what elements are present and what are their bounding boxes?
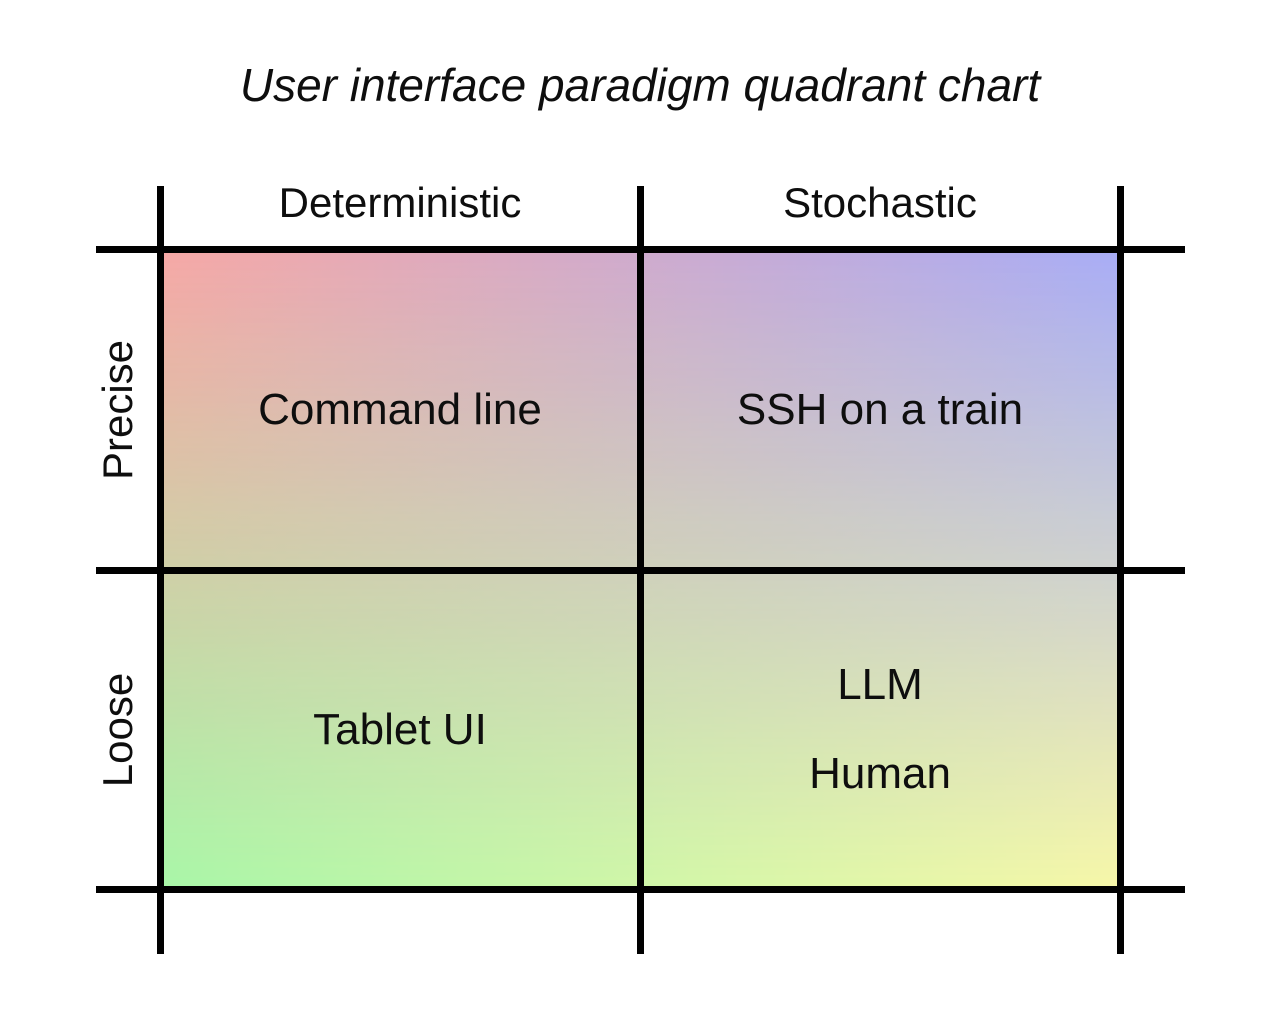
row-label-loose: Loose	[94, 672, 141, 788]
quadrant-item-tablet-ui: Tablet UI	[313, 704, 487, 754]
grid-line-vertical-middle	[637, 186, 644, 954]
column-header-deterministic: Deterministic	[278, 179, 522, 226]
quadrant-loose-deterministic: Tablet UI	[160, 570, 640, 889]
chart-title: User interface paradigm quadrant chart	[239, 59, 1041, 111]
quadrant-item-human: Human	[809, 749, 951, 798]
quadrant-precise-stochastic: SSH on a train	[640, 249, 1120, 570]
grid-line-vertical-right	[1117, 186, 1124, 954]
quadrant-item-llm: LLM	[837, 660, 923, 709]
column-header-stochastic: Stochastic	[783, 179, 977, 226]
quadrant-precise-deterministic: Command line	[160, 249, 640, 570]
grid-line-vertical-left	[157, 186, 164, 954]
quadrant-item-ssh-on-a-train: SSH on a train	[736, 384, 1024, 434]
quadrant-loose-stochastic: LLM Human	[640, 570, 1120, 889]
quadrant-item-command-line: Command line	[258, 384, 542, 434]
row-label-precise: Precise	[94, 339, 141, 481]
